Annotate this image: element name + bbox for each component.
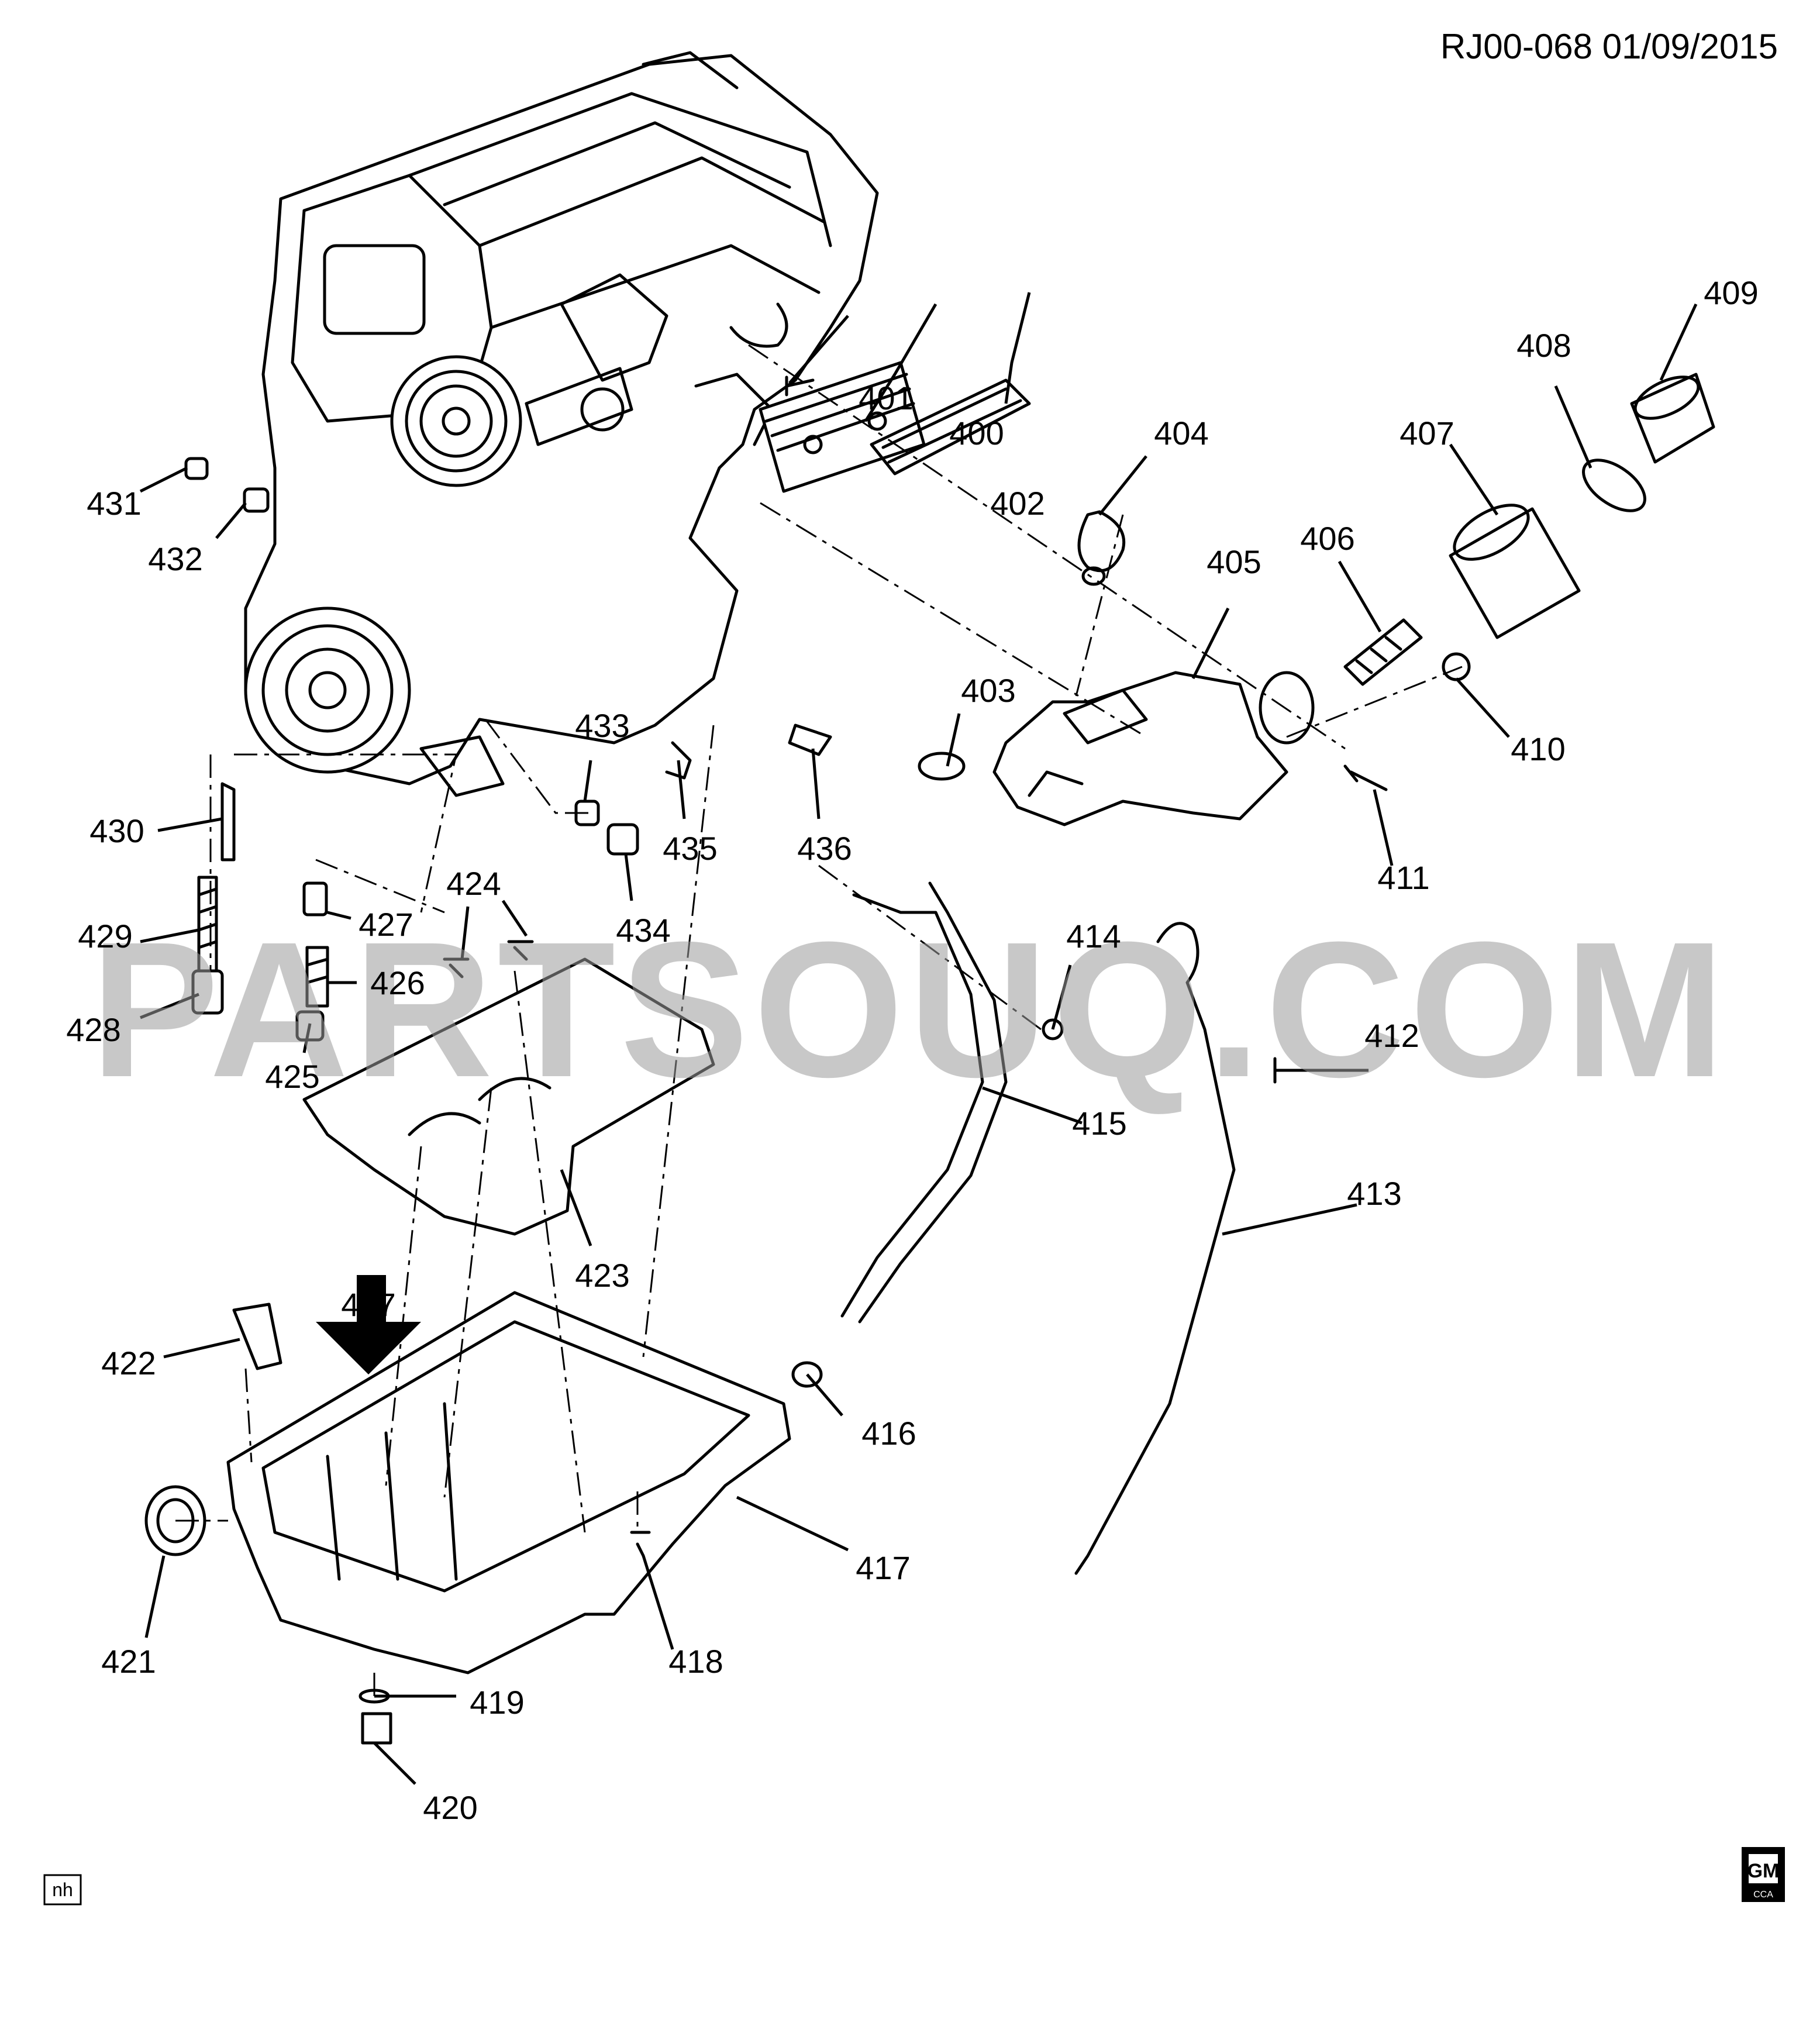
callout-430: 430	[89, 812, 144, 849]
housing-bolt	[1343, 764, 1388, 791]
oil-filter	[1449, 507, 1581, 639]
bolt-424a	[443, 957, 470, 978]
bracket-435	[665, 741, 692, 780]
callout-411: 411	[1377, 859, 1429, 896]
callout-437: 437	[341, 1286, 395, 1323]
callout-435: 435	[663, 830, 717, 867]
callout-431: 431	[87, 485, 141, 522]
plug-431	[184, 457, 209, 480]
callout-404: 404	[1154, 415, 1208, 452]
dipstick	[1074, 922, 1236, 1575]
callout-423: 423	[575, 1257, 629, 1294]
callout-425: 425	[265, 1058, 319, 1095]
callout-402: 402	[990, 485, 1045, 522]
callout-400: 400	[949, 415, 1004, 452]
callout-409: 409	[1704, 274, 1758, 311]
callout-429: 429	[78, 918, 132, 955]
dipstick-tube	[840, 893, 984, 1318]
bolt-424b	[507, 940, 534, 961]
callout-432: 432	[148, 540, 202, 577]
callout-415: 415	[1072, 1105, 1126, 1142]
fasteners-left	[184, 457, 832, 1042]
spring-426	[305, 946, 329, 1008]
callout-419: 419	[470, 1684, 524, 1721]
check-valve	[1442, 652, 1471, 681]
callout-406: 406	[1300, 520, 1354, 557]
oil-pan	[226, 1291, 791, 1674]
bypass-valve	[1343, 618, 1423, 686]
callout-410: 410	[1511, 731, 1565, 767]
callout-405: 405	[1207, 543, 1261, 580]
gm-logo: GM CCA	[1742, 1847, 1785, 1902]
callout-420: 420	[423, 1789, 477, 1826]
gm-logo-mark: GM	[1747, 1860, 1780, 1882]
pan-plug	[232, 1303, 282, 1370]
cooler-gasket	[870, 378, 1031, 476]
oil-filter-housing	[992, 671, 1288, 826]
filter-cap-o-ring	[1582, 459, 1646, 512]
pin-430	[220, 782, 236, 862]
callout-401: 401	[859, 380, 913, 416]
callout-403: 403	[961, 672, 1015, 709]
callout-427: 427	[359, 906, 413, 943]
watermark: PARTSOUQ.COM	[90, 901, 1729, 1117]
callout-422: 422	[101, 1345, 156, 1381]
callout-418: 418	[668, 1643, 723, 1680]
tube-bolt	[1042, 1018, 1064, 1040]
callout-436: 436	[797, 830, 852, 867]
callout-416: 416	[861, 1415, 916, 1452]
cooler-bolt	[785, 375, 815, 397]
leader-lines	[139, 292, 1698, 1785]
callout-414: 414	[1066, 918, 1121, 955]
callout-417: 417	[856, 1549, 910, 1586]
engine-block	[244, 51, 879, 797]
dipstick-clip	[1273, 1057, 1312, 1084]
callout-428: 428	[66, 1011, 120, 1048]
oil-pan-baffle	[302, 957, 715, 1236]
oil-pan-group	[144, 957, 791, 1745]
artist-code-box: nh	[43, 1874, 82, 1906]
seal-ring	[918, 752, 966, 781]
down-arrow-icon	[316, 1275, 421, 1374]
callout-424: 424	[446, 865, 501, 902]
sleeve-427	[302, 881, 328, 916]
oil-cooler-assembly	[759, 361, 1715, 826]
valve-428	[191, 969, 224, 1015]
artist-code: nh	[52, 1879, 73, 1900]
housing-seal	[1077, 510, 1126, 573]
callout-433: 433	[575, 707, 629, 744]
callout-408: 408	[1516, 327, 1571, 364]
pan-bolt	[630, 1531, 651, 1558]
callout-434: 434	[616, 912, 670, 949]
plug-434	[606, 823, 639, 856]
gm-logo-sub: CCA	[1753, 1890, 1773, 1900]
callout-426: 426	[370, 964, 425, 1001]
callout-407: 407	[1400, 415, 1454, 452]
callout-labels: 400 401 402 403 404 405 406 407 408 409 …	[66, 274, 1758, 1826]
plug-432	[243, 487, 270, 513]
callout-421: 421	[101, 1643, 156, 1680]
sensor-436	[788, 723, 832, 756]
phantom-lines	[175, 344, 1463, 1696]
diagram-reference: RJ00-068 01/09/2015	[1440, 27, 1778, 66]
tube-seal	[791, 1361, 823, 1388]
dipstick-group	[791, 881, 1312, 1575]
drain-plug	[361, 1712, 392, 1745]
callout-412: 412	[1364, 1017, 1419, 1054]
callout-413: 413	[1347, 1175, 1401, 1212]
